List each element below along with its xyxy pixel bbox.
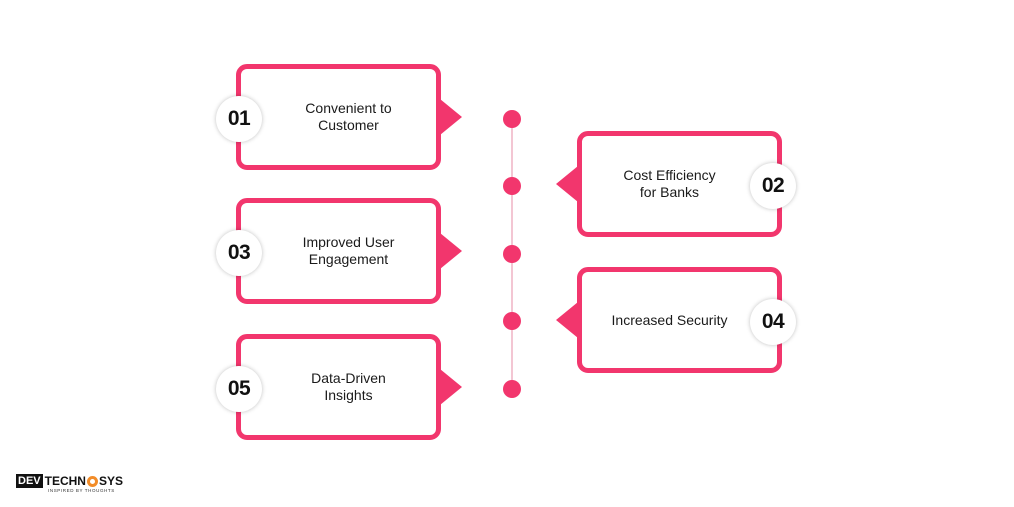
- timeline-dot-1: [503, 110, 521, 128]
- gear-icon: [86, 475, 98, 487]
- logo-box-text: DEV: [16, 474, 43, 488]
- timeline-dot-3: [503, 245, 521, 263]
- step-label: Cost Efficiency for Banks: [623, 167, 716, 200]
- logo-tagline: INSPIRED BY THOUGHTS: [48, 488, 115, 493]
- logo-word-left: TECHN: [44, 474, 86, 488]
- step-number-badge: 01: [216, 96, 262, 142]
- step-number-badge: 02: [750, 163, 796, 209]
- step-label: Data-Driven Insights: [311, 370, 386, 403]
- timeline-dot-4: [503, 312, 521, 330]
- step-label: Improved User Engagement: [302, 234, 395, 267]
- step-number-badge: 04: [750, 299, 796, 345]
- step-label: Convenient to Customer: [305, 100, 392, 133]
- step-number-badge: 03: [216, 230, 262, 276]
- logo-word-right: SYS: [98, 474, 123, 488]
- step-label: Increased Security: [611, 311, 728, 328]
- step-card-02: Cost Efficiency for Banks: [556, 131, 782, 237]
- step-number-badge: 05: [216, 366, 262, 412]
- brand-logo: DEV TECHN SYS INSPIRED BY THOUGHTS: [16, 474, 123, 496]
- timeline-dot-5: [503, 380, 521, 398]
- step-card-05: Data-Driven Insights: [236, 334, 462, 440]
- timeline-dot-2: [503, 177, 521, 195]
- step-card-03: Improved User Engagement: [236, 198, 462, 304]
- step-card-01: Convenient to Customer: [236, 64, 462, 170]
